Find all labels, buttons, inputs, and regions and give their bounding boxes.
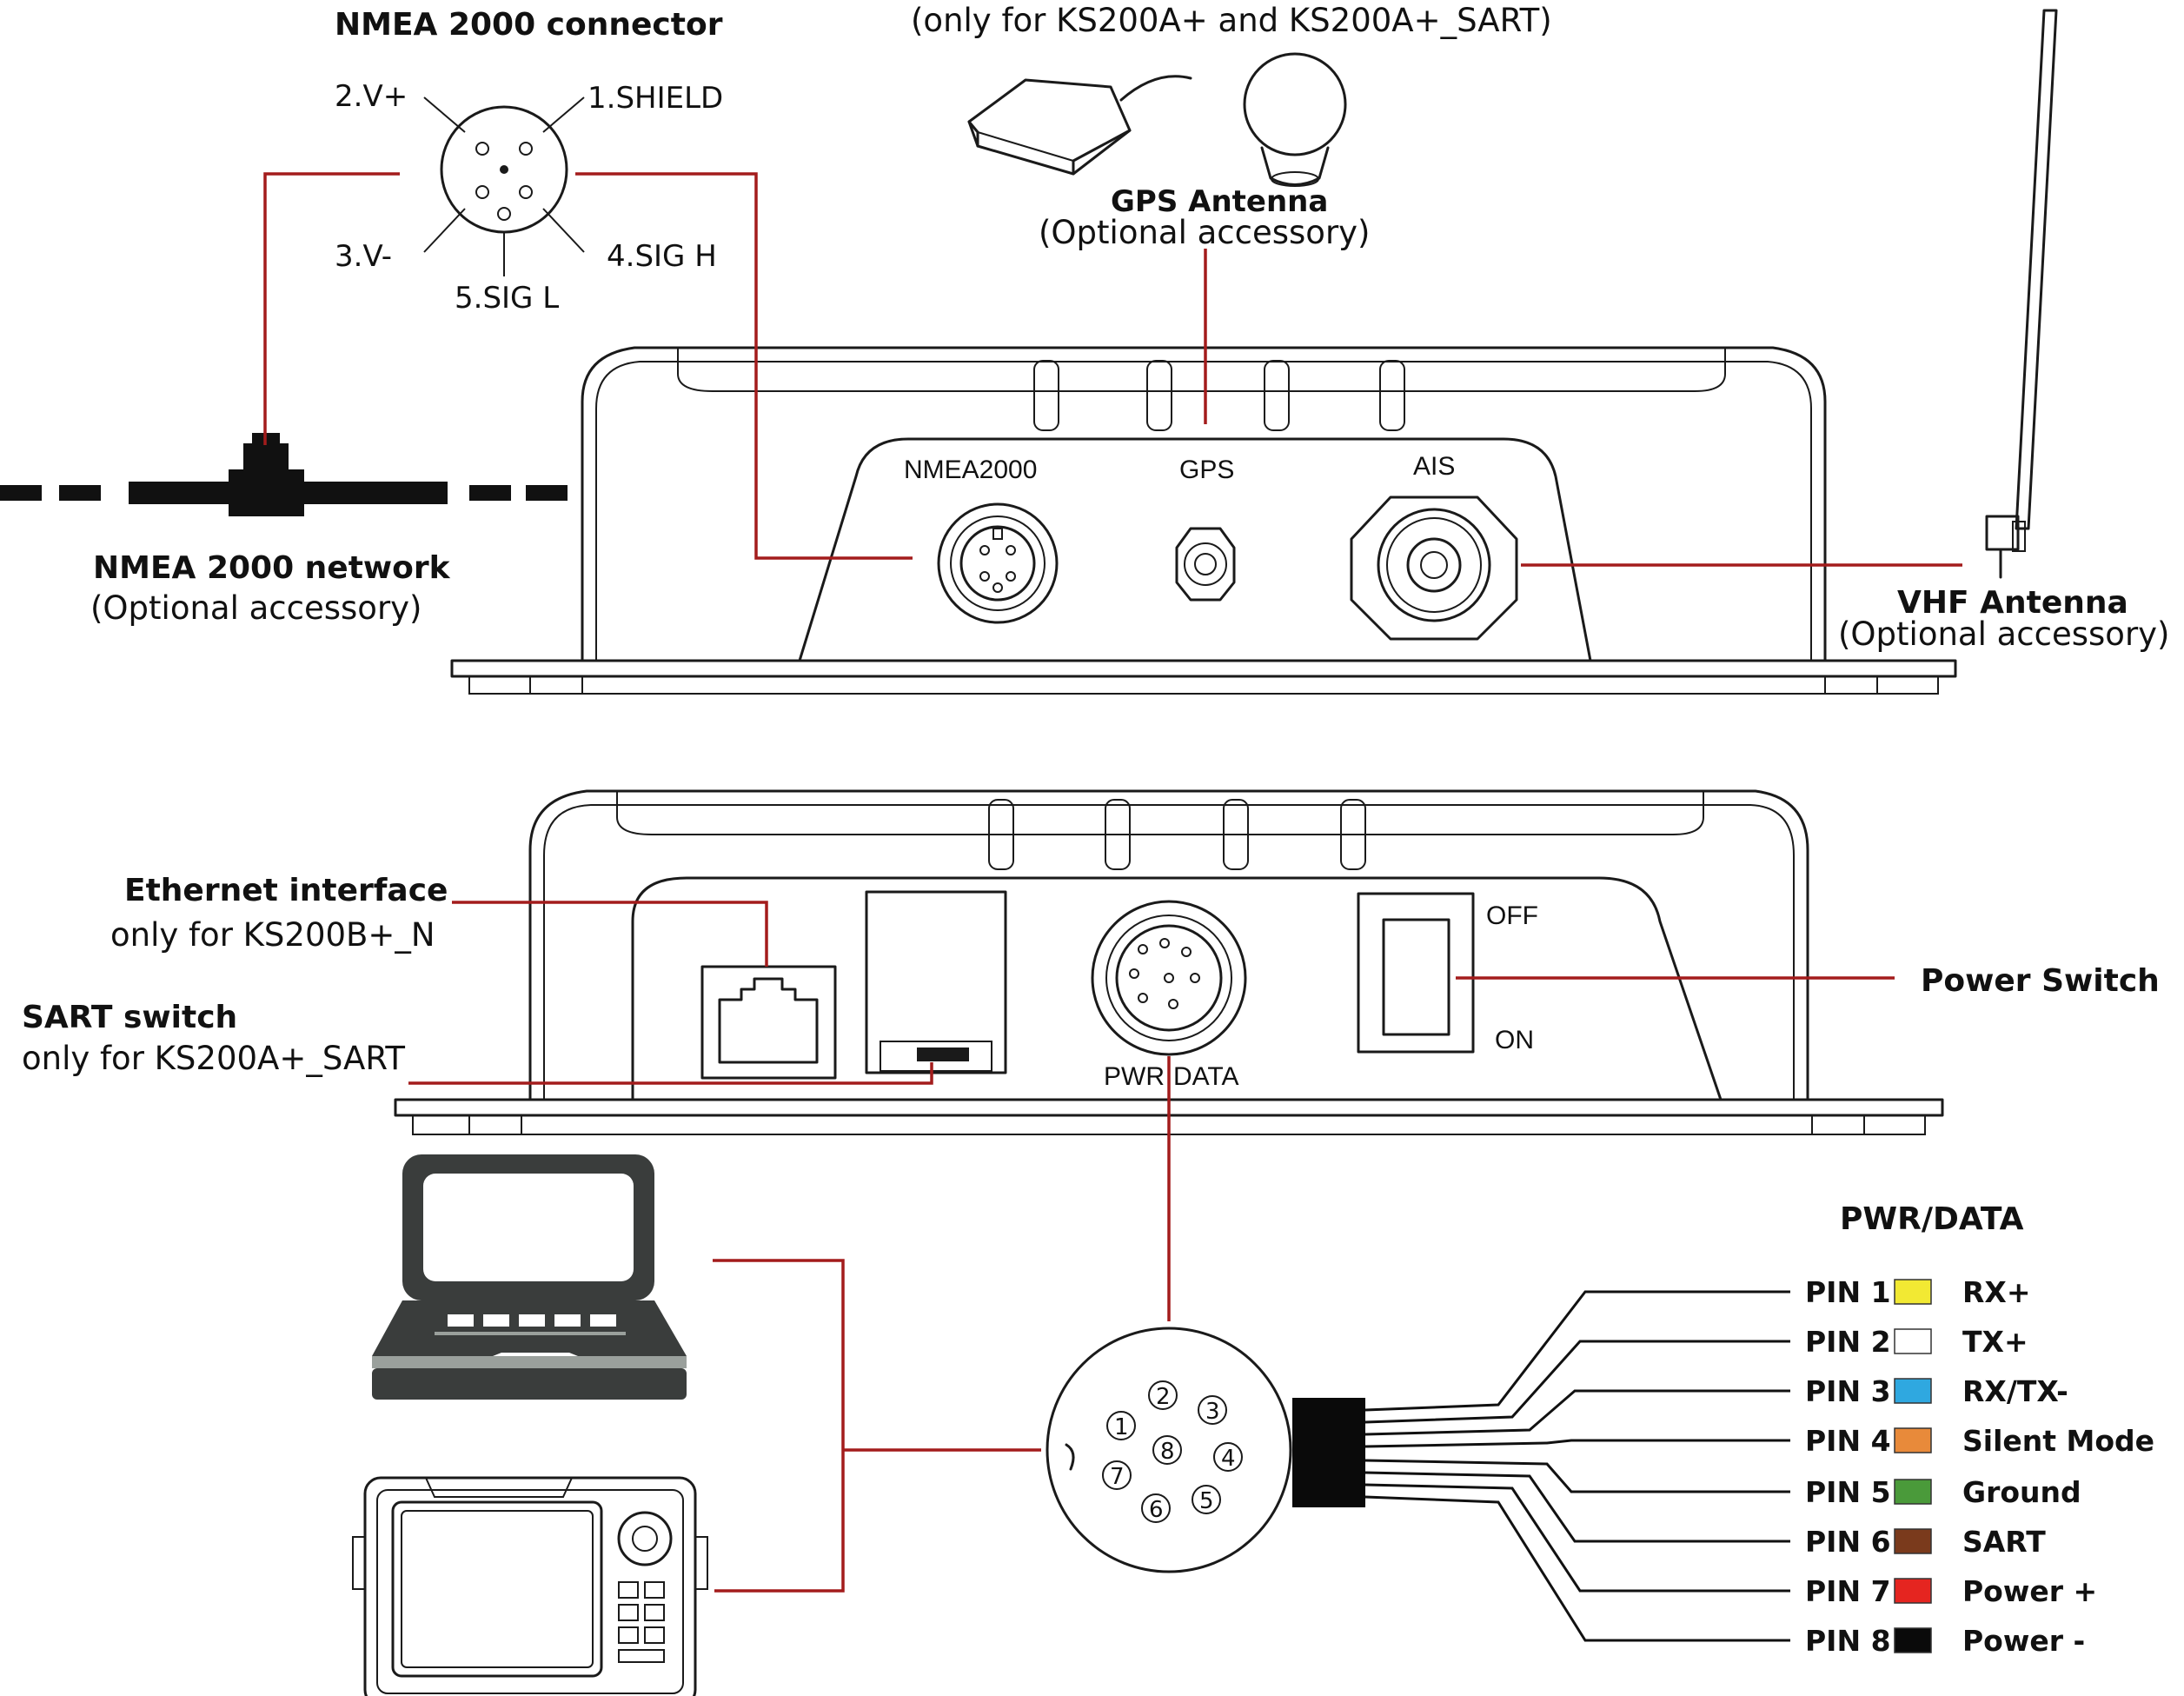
- gps-antenna-mushroom-icon: [1243, 52, 1347, 187]
- gps-antenna-sub: (Optional accessory): [1039, 214, 1371, 251]
- pin-number: PIN 6: [1805, 1525, 1891, 1559]
- ethernet-title: Ethernet interface: [124, 873, 448, 908]
- pin-row-5: PIN 5 Ground: [1805, 1475, 2081, 1509]
- pin-row-4: PIN 4 Silent Mode: [1805, 1424, 2154, 1458]
- nmea2000-backbone: [0, 482, 568, 504]
- pin-signal: TX+: [1962, 1325, 2028, 1359]
- connector-pin-number: 2: [1156, 1384, 1171, 1410]
- pin-table-title: PWR/DATA: [1840, 1201, 2024, 1237]
- ethernet-port-icon: [700, 965, 837, 1080]
- nmea-network-title: NMEA 2000 network: [93, 550, 451, 586]
- pin-color-swatch: [1894, 1627, 1932, 1653]
- pin-table: PIN 1 RX+ PIN 2 TX+ PIN 3 RX/TX- PIN 4 S…: [1805, 1275, 2154, 1658]
- pin-signal: Power +: [1962, 1574, 2097, 1608]
- leader-ethernet: [452, 901, 768, 967]
- port-label-nmea2000: NMEA2000: [904, 456, 1037, 484]
- pwr-data-connector-icon: 1 2 3 4 5 6 7 8: [1046, 1327, 1292, 1573]
- cable-boot: [1292, 1398, 1365, 1507]
- vhf-antenna-sub: (Optional accessory): [1838, 615, 2170, 653]
- chartplotter-icon: [352, 1476, 708, 1696]
- pwr-data-port-icon: [1091, 900, 1247, 1056]
- pin-color-swatch: [1894, 1328, 1932, 1354]
- vhf-antenna-title: VHF Antenna: [1897, 585, 2128, 621]
- pin-number: PIN 1: [1805, 1275, 1891, 1309]
- pin-signal: SART: [1962, 1525, 2046, 1559]
- leader-laptop: [713, 1259, 845, 1593]
- pin-number: PIN 7: [1805, 1574, 1891, 1608]
- pin-number: PIN 3: [1805, 1374, 1891, 1408]
- pin-row-1: PIN 1 RX+: [1805, 1275, 2031, 1309]
- pin-row-2: PIN 2 TX+: [1805, 1325, 2028, 1359]
- pin-number: PIN 5: [1805, 1475, 1891, 1509]
- pin-color-swatch: [1894, 1378, 1932, 1404]
- connector-pin-number: 6: [1149, 1497, 1164, 1523]
- nmea-network-sub: (Optional accessory): [90, 589, 422, 627]
- pin-color-swatch: [1894, 1279, 1932, 1305]
- pin-color-swatch: [1894, 1528, 1932, 1554]
- connector-pin-number: 1: [1114, 1414, 1129, 1440]
- power-switch-label: Power Switch: [1921, 963, 2160, 999]
- switch-label-off: OFF: [1486, 901, 1538, 930]
- pin-row-7: PIN 7 Power +: [1805, 1574, 2097, 1608]
- nmea-connector-title: NMEA 2000 connector: [335, 7, 723, 43]
- leader-nmea-network: [263, 172, 400, 445]
- nmea2000-connector-icon: [423, 96, 585, 276]
- laptop-icon: [372, 1154, 687, 1400]
- switch-label-on: ON: [1495, 1026, 1534, 1054]
- pin-color-swatch: [1894, 1479, 1932, 1505]
- nmea2000-port-icon: [937, 502, 1059, 624]
- connector-pin-number: 5: [1199, 1488, 1214, 1514]
- pin-number: PIN 8: [1805, 1624, 1891, 1658]
- pin-number: PIN 2: [1805, 1325, 1891, 1359]
- tee-connector-icon: [229, 433, 304, 516]
- sart-switch-slot: [865, 890, 1007, 1074]
- port-label-pwr-data: PWR·DATA: [1104, 1062, 1239, 1091]
- pin-row-8: PIN 8 Power -: [1805, 1624, 2085, 1658]
- pin-color-swatch: [1894, 1427, 1932, 1453]
- port-label-ais: AIS: [1413, 452, 1455, 481]
- gps-note-top: (only for KS200A+ and KS200A+_SART): [911, 2, 1552, 39]
- connector-pin-number: 3: [1205, 1399, 1220, 1425]
- pin-row-3: PIN 3 RX/TX-: [1805, 1374, 2068, 1408]
- leader-nmea2000-port: [575, 172, 913, 560]
- pin-signal: Silent Mode: [1962, 1424, 2154, 1458]
- sart-title: SART switch: [22, 1000, 237, 1035]
- wire-fanout: [1364, 1290, 1790, 1642]
- ethernet-sub: only for KS200B+_N: [110, 916, 435, 954]
- gps-port-icon: [1175, 527, 1236, 602]
- device-top-view: [450, 346, 1957, 695]
- pin-color-swatch: [1894, 1578, 1932, 1604]
- pin-signal: Ground: [1962, 1475, 2081, 1509]
- vhf-antenna-icon: [1985, 9, 2058, 579]
- pin-signal: Power -: [1962, 1624, 2085, 1658]
- pin-label-sig-l: 5.SIG L: [455, 281, 559, 316]
- pin-label-sig-h: 4.SIG H: [607, 239, 717, 274]
- pin-signal: RX+: [1962, 1275, 2031, 1309]
- pin-label-v-plus: 2.V+: [335, 79, 408, 114]
- sart-sub: only for KS200A+_SART: [22, 1040, 405, 1077]
- gps-antenna-puck-icon: [967, 75, 1192, 176]
- connector-pin-group: 1 2 3 4 5 6 7 8: [1102, 1380, 1243, 1523]
- pin-label-shield: 1.SHIELD: [587, 81, 723, 116]
- gps-antenna-title: GPS Antenna: [1111, 184, 1328, 219]
- pin-row-6: PIN 6 SART: [1805, 1525, 2046, 1559]
- connector-pin-number: 8: [1160, 1439, 1175, 1465]
- power-switch-icon: [1357, 892, 1475, 1054]
- leader-sart: [408, 1062, 933, 1085]
- port-label-gps: GPS: [1179, 456, 1234, 484]
- ais-port-icon: [1350, 495, 1518, 641]
- connector-pin-number: 4: [1221, 1446, 1236, 1472]
- pin-label-v-minus: 3.V-: [335, 239, 392, 274]
- connector-pin-number: 7: [1110, 1464, 1125, 1490]
- pin-signal: RX/TX-: [1962, 1374, 2068, 1408]
- pin-number: PIN 4: [1805, 1424, 1891, 1458]
